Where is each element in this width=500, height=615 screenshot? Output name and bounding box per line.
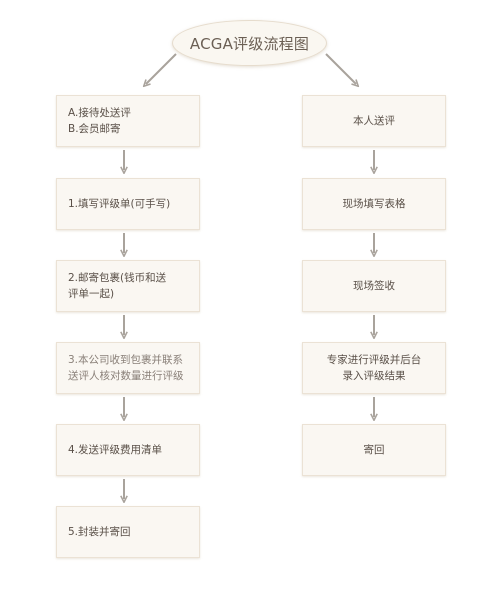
step-left-5-seal-return: 5.封装并寄回: [56, 506, 200, 558]
step-left-4-label: 4.发送评级费用清单: [68, 444, 163, 456]
step-left-2-label: 2.邮寄包裹(钱币和送 评单一起): [68, 272, 167, 300]
step-left-4-send-fee-list: 4.发送评级费用清单: [56, 424, 200, 476]
step-right-5-label: 寄回: [363, 444, 385, 456]
step-right-return: 寄回: [302, 424, 446, 476]
step-right-sign-receipt: 现场签收: [302, 260, 446, 312]
arrow-title-to-left: [146, 53, 177, 84]
step-left-5-label: 5.封装并寄回: [68, 526, 131, 538]
step-left-3-receive-grade: 3.本公司收到包裹并联系 送评人核对数量进行评级: [56, 342, 200, 394]
flowchart-title: ACGA评级流程图: [172, 20, 327, 66]
step-left-1-fill-form: 1.填写评级单(可手写): [56, 178, 200, 230]
step-left-1-label: 1.填写评级单(可手写): [68, 198, 171, 210]
step-right-expert-grading: 专家进行评级并后台 录入评级结果: [302, 342, 446, 394]
step-right-in-person: 本人送评: [302, 95, 446, 147]
step-right-3-label: 现场签收: [353, 280, 395, 292]
step-left-intake: A.接待处送评 B.会员邮寄: [56, 95, 200, 147]
step-right-fill-form-onsite: 现场填写表格: [302, 178, 446, 230]
step-left-intake-label: A.接待处送评 B.会员邮寄: [68, 107, 131, 135]
step-left-3-label: 3.本公司收到包裹并联系 送评人核对数量进行评级: [68, 354, 184, 382]
step-right-2-label: 现场填写表格: [342, 198, 406, 210]
step-left-2-mail-package: 2.邮寄包裹(钱币和送 评单一起): [56, 260, 200, 312]
step-right-1-label: 本人送评: [353, 115, 395, 127]
arrow-title-to-right: [325, 53, 356, 84]
step-right-4-label: 专家进行评级并后台 录入评级结果: [326, 354, 422, 382]
